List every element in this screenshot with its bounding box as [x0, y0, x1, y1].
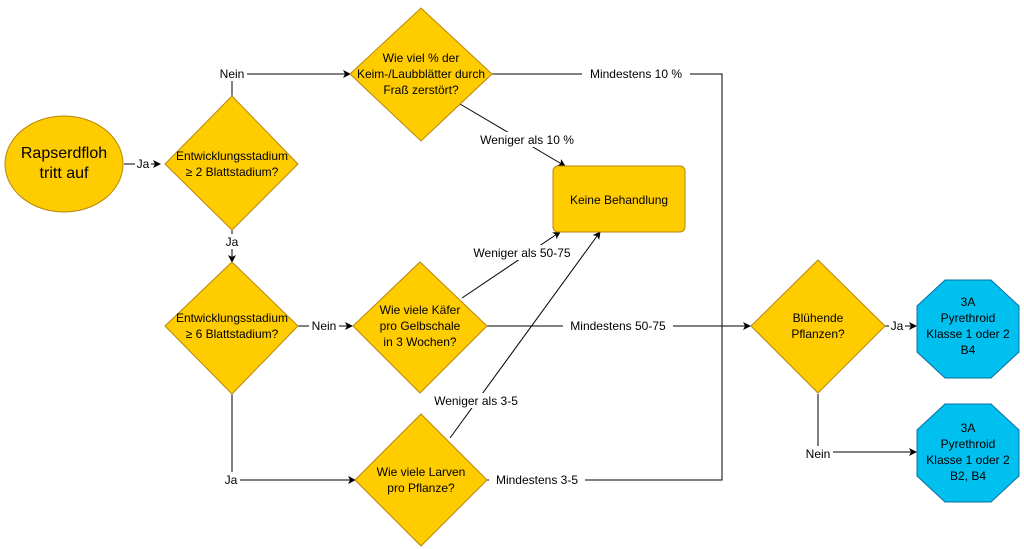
- edge-label-flowering-ja-text: Ja: [891, 319, 904, 333]
- edge-label-beetles-less-text: Weniger als 50-75: [473, 246, 570, 260]
- node-decision-damage: Wie viel % der Keim-/Laubblätter durch F…: [349, 7, 493, 142]
- edge-label-damage-less: Weniger als 10 %: [472, 132, 582, 147]
- node-treatment-flowering-line-4: B4: [961, 343, 976, 357]
- edge-label-beetles-less: Weniger als 50-75: [466, 245, 578, 260]
- edge-damage-min-to-flowering: [492, 73, 723, 326]
- edge-label-2leaf-ja-text: Ja: [226, 235, 239, 249]
- edge-label-larvae-less: Weniger als 3-5: [426, 393, 526, 408]
- edge-2leaf-nein-to-damage: [231, 70, 351, 96]
- edge-label-beetles-min-text: Mindestens 50-75: [570, 319, 666, 333]
- edge-label-6leaf-nein-text: Nein: [312, 319, 337, 333]
- node-decision-beetles-line-3: in 3 Wochen?: [383, 335, 456, 349]
- node-decision-flowering-line-2: Pflanzen?: [791, 327, 845, 341]
- node-decision-larvae: Wie viele Larven pro Pflanze?: [354, 413, 488, 547]
- edge-label-larvae-less-text: Weniger als 3-5: [434, 394, 518, 408]
- node-treatment-nonflowering-line-2: Pyrethroid: [941, 437, 996, 451]
- edge-label-damage-min-text: Mindestens 10 %: [590, 67, 682, 81]
- edge-label-flowering-ja: Ja: [889, 318, 905, 333]
- node-treatment-nonflowering-line-4: B2, B4: [950, 469, 986, 483]
- node-decision-6leaf-line-2: ≥ 6 Blattstadium?: [186, 327, 279, 341]
- node-treatment-flowering-line-1: 3A: [961, 295, 976, 309]
- node-decision-6leaf: Entwicklungsstadium ≥ 6 Blattstadium?: [164, 261, 299, 395]
- node-no-treatment-line-1: Keine Behandlung: [570, 193, 668, 207]
- edge-label-flowering-nein-text: Nein: [806, 447, 831, 461]
- edge-label-6leaf-ja-text: Ja: [225, 473, 238, 487]
- node-decision-damage-line-3: Fraß zerstört?: [383, 83, 459, 97]
- edge-label-larvae-min-text: Mindestens 3-5: [496, 473, 578, 487]
- edge-label-start-ja-text: Ja: [137, 157, 150, 171]
- edge-label-2leaf-nein: Nein: [217, 66, 247, 81]
- node-decision-2leaf-line-1: Entwicklungsstadium: [176, 149, 288, 163]
- edge-label-6leaf-nein: Nein: [309, 318, 339, 333]
- node-treatment-flowering-line-3: Klasse 1 oder 2: [926, 327, 1010, 341]
- node-decision-damage-line-2: Keim-/Laubblätter durch: [357, 67, 485, 81]
- node-decision-2leaf: Entwicklungsstadium ≥ 2 Blattstadium?: [164, 95, 299, 231]
- node-treatment-nonflowering-line-1: 3A: [961, 421, 976, 435]
- node-decision-beetles-line-2: pro Gelbschale: [380, 319, 461, 333]
- node-decision-6leaf-line-1: Entwicklungsstadium: [176, 311, 288, 325]
- node-decision-larvae-line-2: pro Pflanze?: [387, 481, 455, 495]
- edge-label-start-ja: Ja: [135, 156, 151, 171]
- node-decision-beetles: Wie viele Käfer pro Gelbschale in 3 Woch…: [352, 261, 488, 394]
- edge-6leaf-ja-to-larvae: [231, 394, 356, 484]
- node-no-treatment: Keine Behandlung: [552, 165, 686, 233]
- node-start: Rapserdfloh tritt auf: [4, 115, 124, 213]
- edge-label-damage-less-text: Weniger als 10 %: [480, 133, 574, 147]
- node-treatment-nonflowering-line-3: Klasse 1 oder 2: [926, 453, 1010, 467]
- node-start-line-1: Rapserdfloh: [21, 145, 107, 162]
- node-start-line-2: tritt auf: [40, 165, 89, 182]
- node-treatment-flowering: 3A Pyrethroid Klasse 1 oder 2 B4: [916, 279, 1020, 379]
- edge-label-2leaf-nein-text: Nein: [220, 67, 245, 81]
- edge-label-flowering-nein: Nein: [803, 446, 833, 461]
- edge-label-damage-min: Mindestens 10 %: [582, 66, 690, 81]
- node-decision-flowering-line-1: Blühende: [793, 311, 844, 325]
- node-decision-2leaf-line-2: ≥ 2 Blattstadium?: [186, 165, 279, 179]
- edge-label-2leaf-ja: Ja: [224, 234, 240, 249]
- edge-label-larvae-min: Mindestens 3-5: [489, 472, 585, 487]
- node-treatment-nonflowering: 3A Pyrethroid Klasse 1 oder 2 B2, B4: [916, 403, 1020, 503]
- edge-beetles-less-to-none: [461, 231, 561, 299]
- edge-flowering-nein-to-treat2: [817, 394, 917, 456]
- edge-label-6leaf-ja: Ja: [222, 472, 240, 487]
- node-decision-beetles-line-1: Wie viele Käfer: [380, 303, 461, 317]
- edge-label-beetles-min: Mindestens 50-75: [563, 318, 673, 333]
- node-decision-flowering: Blühende Pflanzen?: [750, 259, 886, 394]
- node-decision-damage-line-1: Wie viel % der: [383, 51, 460, 65]
- node-treatment-flowering-line-2: Pyrethroid: [941, 311, 996, 325]
- node-decision-larvae-line-1: Wie viele Larven: [377, 465, 466, 479]
